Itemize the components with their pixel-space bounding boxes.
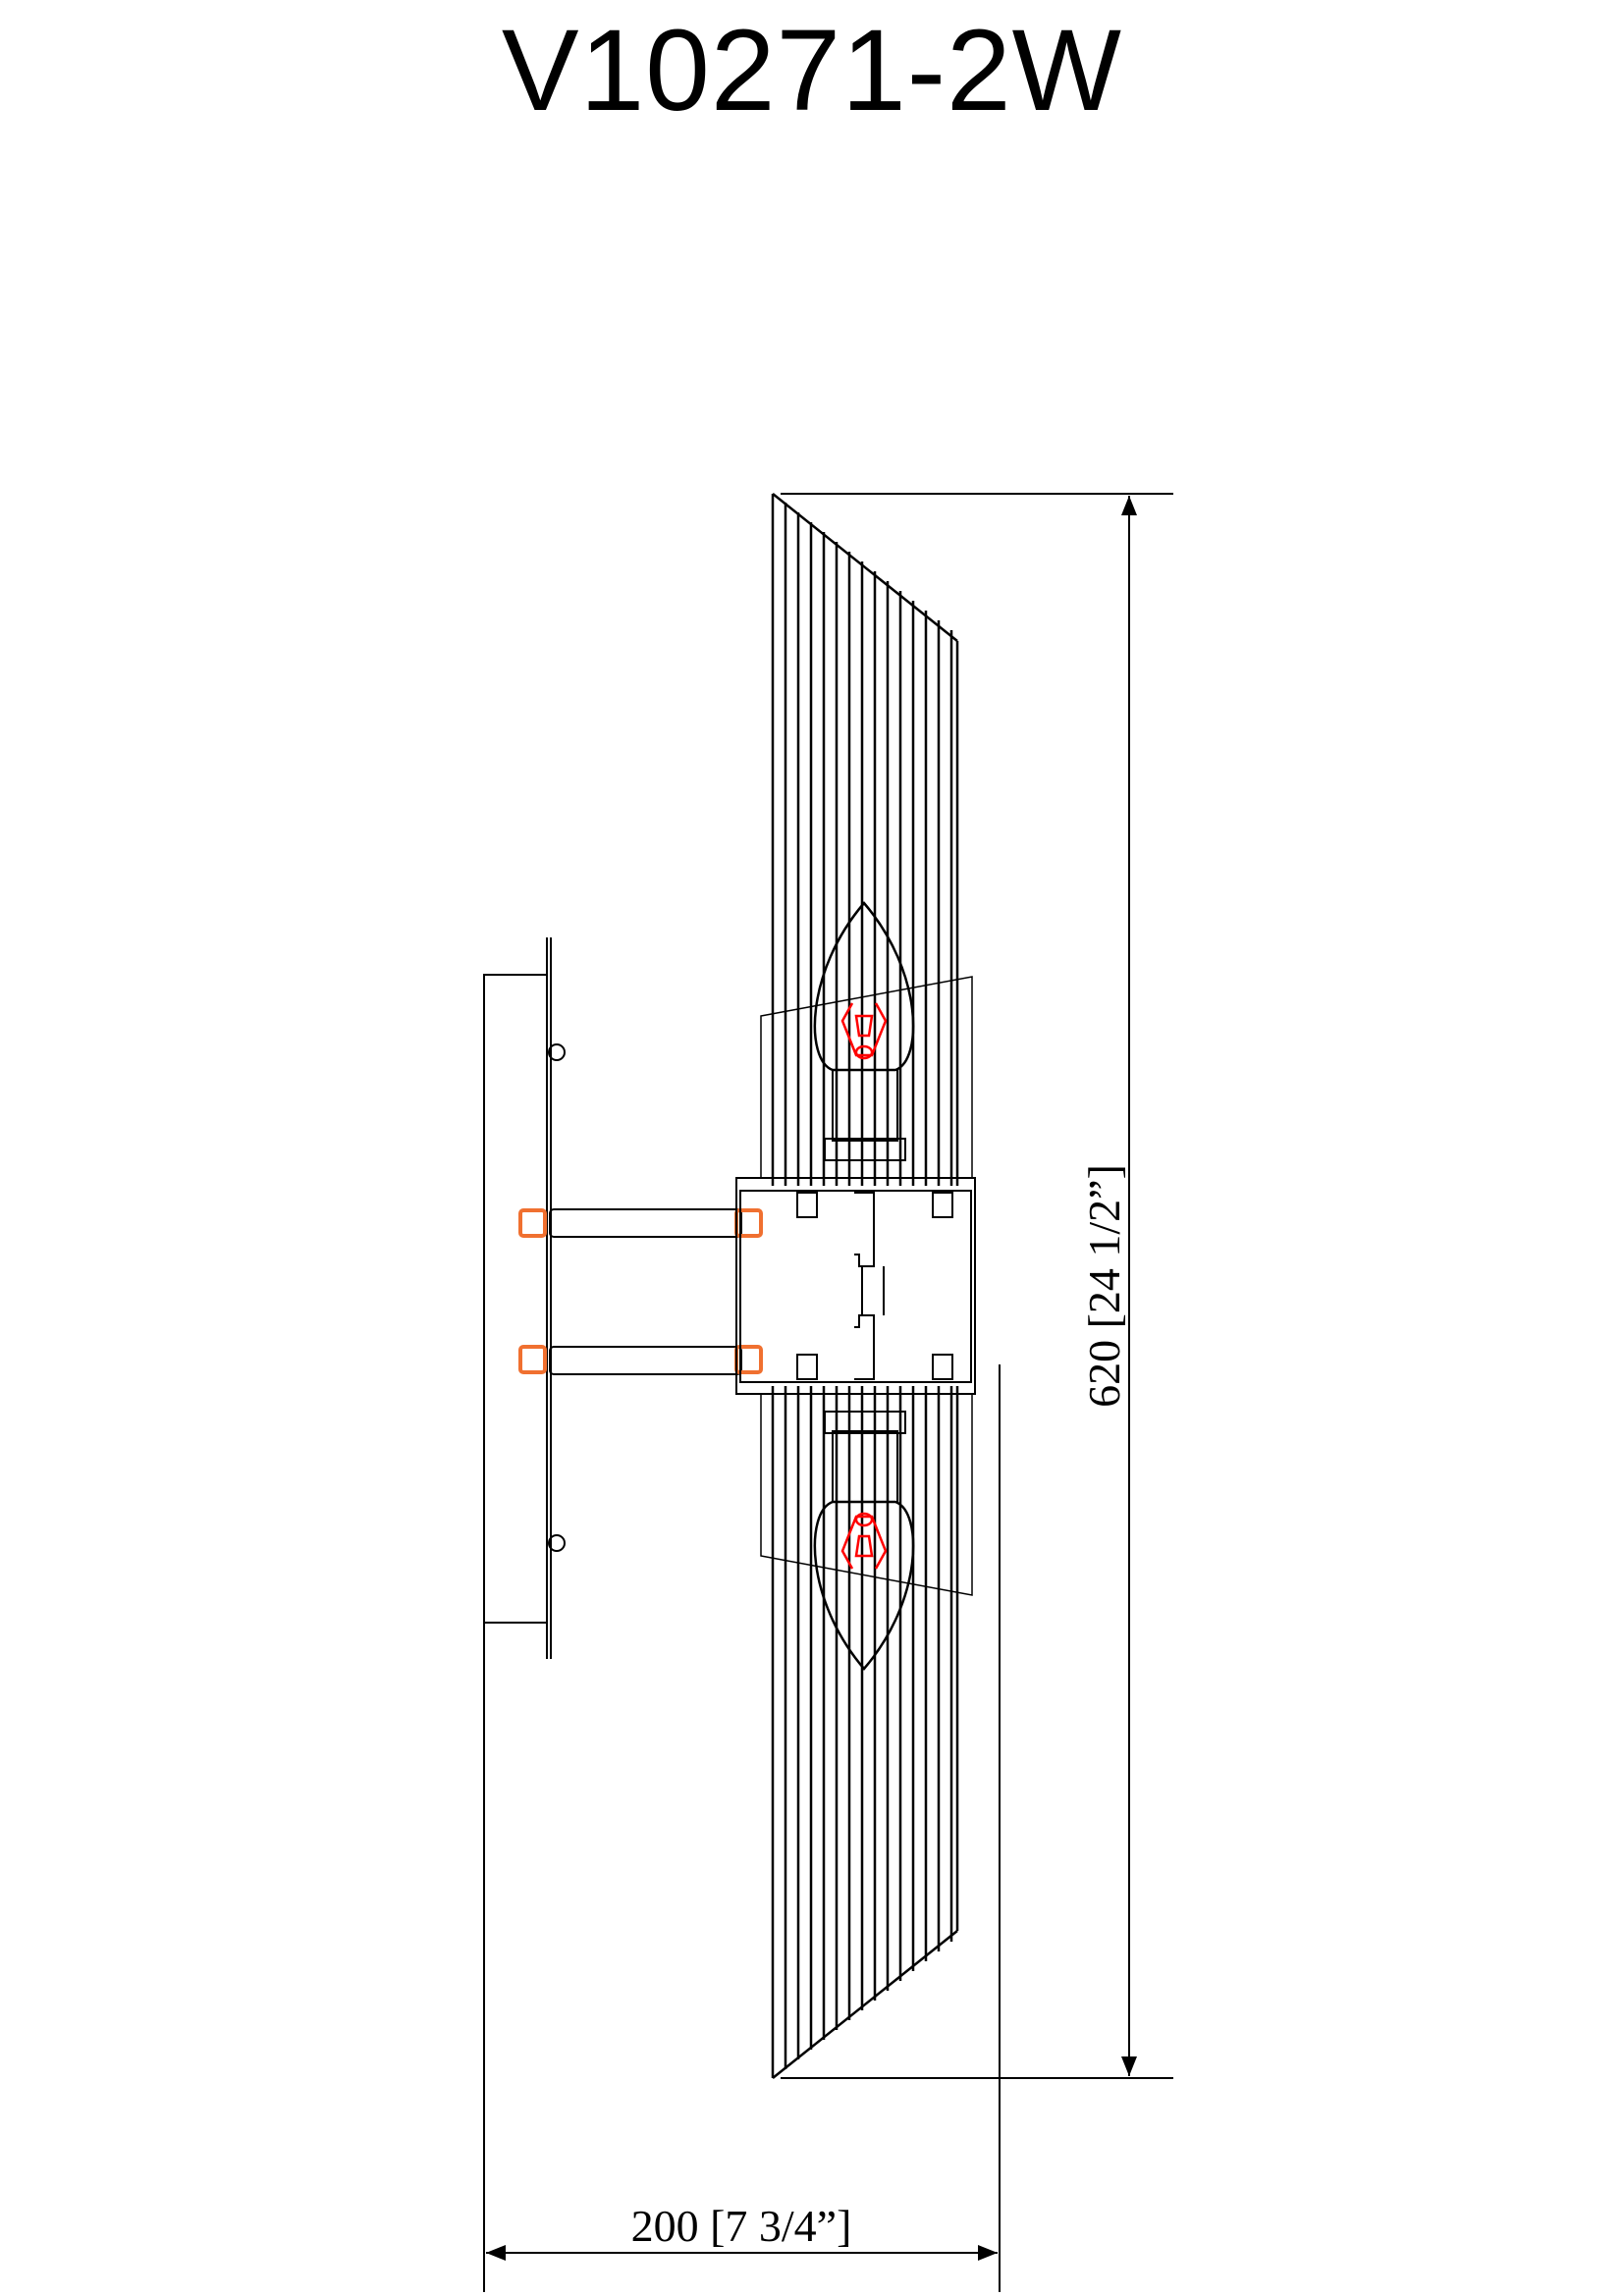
wall-backplate: [483, 937, 566, 1659]
depth-dimension-line: [483, 1364, 1001, 2292]
height-dimension-line: [781, 493, 1173, 2079]
upper-fluted-shade: [760, 493, 973, 1186]
model-number-title: V10271-2W: [501, 6, 1123, 135]
center-junction-box: [735, 1177, 976, 1395]
support-arms: [549, 1208, 742, 1375]
height-dimension-label: 620 [24 1/2”]: [1079, 1164, 1129, 1408]
upper-candle-bulb: [813, 901, 915, 1161]
lower-fluted-shade: [760, 1386, 973, 2079]
lower-candle-bulb: [813, 1411, 915, 1671]
arm-connectors: [518, 1208, 763, 1374]
depth-dimension-label: 200 [7 3/4”]: [631, 2201, 852, 2251]
